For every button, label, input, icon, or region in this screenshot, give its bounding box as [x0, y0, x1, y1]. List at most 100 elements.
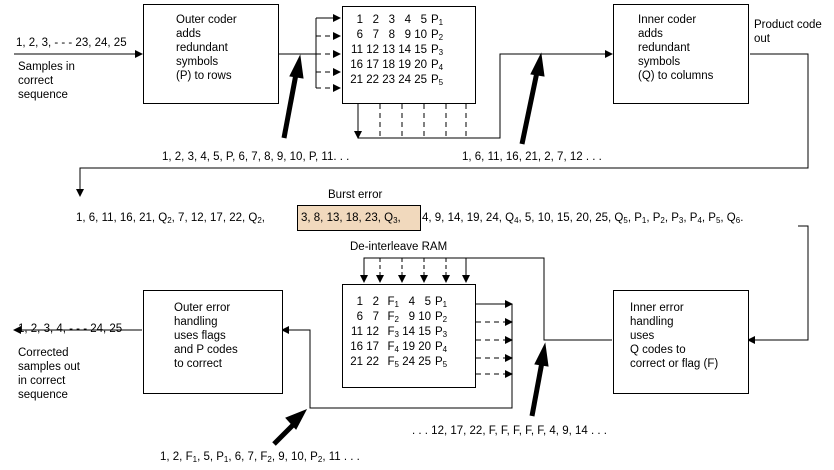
outer-error-label: Outer error handling uses flags and P co…	[174, 302, 238, 370]
matrix-cell: 2	[372, 14, 379, 26]
burst-error-label: Burst error	[328, 189, 383, 201]
input-caption: Samples in correct sequence	[18, 61, 75, 101]
product-code-line	[76, 53, 809, 197]
ram-cell: 21	[350, 356, 363, 368]
outer-coder-label: Outer coder adds redundant symbols (P) t…	[176, 14, 237, 82]
ram-cell: 5	[424, 296, 431, 308]
matrix-cell: P2	[431, 29, 444, 42]
matrix-cell: 16	[350, 59, 363, 71]
matrix-cell: P4	[431, 59, 444, 72]
ram-cell: 22	[366, 356, 379, 368]
matrix-cell: 23	[382, 74, 395, 86]
matrix-cell: P1	[431, 14, 444, 27]
ram-cell: 24	[402, 356, 415, 368]
matrix-cell: 21	[350, 74, 363, 86]
stream-before-burst: 1, 6, 11, 16, 21, Q2, 7, 12, 17, 22, Q2,	[76, 212, 265, 225]
outer-error-box: Outer error handling uses flags and P co…	[143, 290, 283, 394]
output-caption: Corrected samples out in correct sequenc…	[18, 347, 81, 401]
output-sequence: 1, 2, 3, 4, - - - 24, 25	[18, 323, 123, 335]
ram-cell: F2	[387, 311, 399, 324]
matrix-cell: 24	[398, 74, 411, 86]
matrix-cell: 7	[372, 29, 379, 41]
ram-cell: F1	[387, 296, 399, 309]
product-code-out-label: Product code out	[754, 19, 822, 45]
ram-cell: 6	[356, 311, 363, 323]
pointer-arrow-received-sequence	[529, 361, 545, 417]
ram-cell: P5	[435, 356, 448, 369]
stream-to-inner-error-line	[747, 225, 809, 344]
ram-cell: P2	[435, 311, 448, 324]
ram-cell: F5	[387, 356, 399, 369]
ram-cell: P1	[435, 296, 448, 309]
inner-error-to-ram-line	[360, 257, 612, 341]
ram-cell: 14	[402, 326, 415, 338]
matrix-cell: 4	[404, 14, 411, 26]
ram-cell: 20	[418, 341, 431, 353]
stream-burst-segment: 3, 8, 13, 18, 23, Q3,	[301, 212, 401, 225]
received-sequence: . . . 12, 17, 22, F, F, F, F, F, 4, 9, 1…	[412, 425, 607, 437]
matrix-cell: 17	[366, 59, 379, 71]
matrix-cell: 6	[356, 29, 363, 41]
ram-cell: 9	[408, 311, 415, 323]
ram-cell: 19	[402, 341, 415, 353]
outer-coder-box: Outer coder adds redundant symbols (P) t…	[143, 4, 279, 104]
matrix-cell: 19	[398, 59, 411, 71]
matrix-cell: 13	[382, 44, 395, 56]
matrix-cell: 12	[366, 44, 379, 56]
ram-cell: 17	[366, 341, 379, 353]
row-sequence: 1, 2, 3, 4, 5, P, 6, 7, 8, 9, 10, P, 11.…	[162, 151, 350, 163]
matrix-cell: 18	[382, 59, 395, 71]
inner-error-box: Inner error handling uses Q codes to cor…	[613, 290, 749, 394]
matrix-cell: 10	[414, 29, 427, 41]
matrix-cell: P5	[431, 74, 444, 87]
matrix-cell: 1	[356, 14, 363, 26]
ram-cell: 10	[418, 311, 431, 323]
input-sequence: 1, 2, 3, - - - 23, 24, 25	[16, 37, 127, 49]
ram-cell: 12	[366, 326, 379, 338]
burst-error-highlight	[297, 205, 421, 231]
matrix-cell: 15	[414, 44, 427, 56]
ram-cell: 11	[351, 326, 363, 338]
matrix-cell: P3	[431, 44, 444, 57]
ram-cell: 2	[372, 296, 379, 308]
matrix-to-inner-line	[358, 50, 613, 139]
column-sequence: 1, 6, 11, 16, 21, 2, 7, 12 . . .	[462, 151, 602, 163]
pointer-arrow-corrected-sequence	[272, 422, 296, 446]
pointer-arrow-column-sequence	[519, 71, 540, 145]
matrix-cell: 9	[404, 29, 411, 41]
matrix-cell: 22	[366, 74, 379, 86]
ram-cell: P3	[435, 326, 448, 339]
corrected-sequence: 1, 2, F1, 5, P1, 6, 7, F2, 9, 10, P2, 11…	[160, 451, 360, 464]
pointer-arrow-row-sequence	[281, 73, 299, 139]
matrix-cell: 5	[420, 14, 427, 26]
matrix-cell: 25	[414, 74, 427, 86]
inner-coder-box: Inner coder adds redundant symbols (Q) t…	[613, 4, 749, 104]
ram-cell: 4	[408, 296, 415, 308]
inner-coder-label: Inner coder adds redundant symbols (Q) t…	[638, 14, 714, 82]
matrix-cell: 20	[414, 59, 427, 71]
ram-cell: 16	[350, 341, 363, 353]
inner-error-label: Inner error handling uses Q codes to cor…	[630, 302, 719, 370]
ram-cell: 1	[356, 296, 363, 308]
stream-after-burst: 4, 9, 14, 19, 24, Q4, 5, 10, 15, 20, 25,…	[422, 212, 744, 225]
ram-cell: 25	[418, 356, 431, 368]
ram-to-outer-error-line	[281, 304, 513, 409]
ram-cell: F4	[387, 341, 399, 354]
ram-label: De-interleave RAM	[350, 241, 448, 253]
ram-cell: 15	[418, 326, 431, 338]
